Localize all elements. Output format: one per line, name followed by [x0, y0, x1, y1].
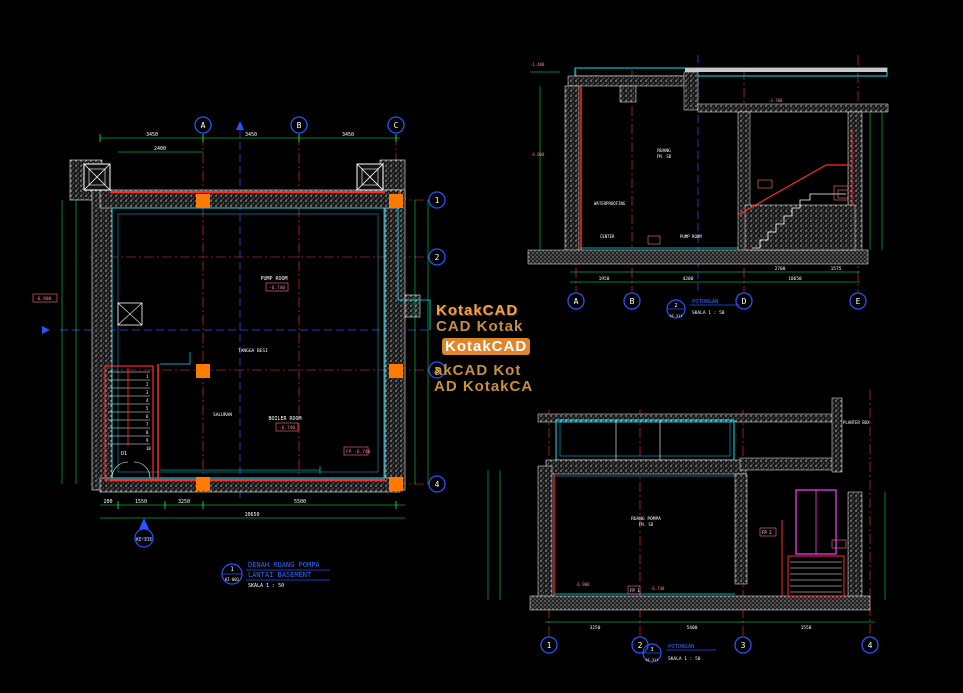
- s1-grid-a: A: [574, 297, 579, 306]
- plan-grid-label-3: 3: [435, 366, 440, 375]
- stair-number: 9: [146, 438, 149, 443]
- watermark-logo: KotakCAD: [442, 338, 531, 355]
- s2-grid-2: 2: [638, 641, 643, 650]
- s2-planter-label: PLANTER BOX: [843, 420, 870, 425]
- plan-grid-label-b: B: [297, 121, 302, 130]
- watermark-line-1: KotakCAD: [436, 302, 519, 319]
- stair-number: 6: [146, 414, 149, 419]
- s1-grid-d: D: [742, 297, 747, 306]
- plan-room-boiler: BOILER ROOM: [268, 416, 301, 422]
- s2-floor-level: -6.900: [575, 582, 590, 587]
- plan-title-line1: DENAH RUANG POMPA: [248, 561, 320, 569]
- s1-level-3: -4.000: [530, 152, 545, 157]
- s2-title-sheet: AI-311: [646, 658, 659, 662]
- s1-waterproofing: WATERPROOFING: [594, 201, 626, 206]
- s2-fp2-tag: FP 2: [762, 530, 772, 535]
- plan-dim-bottom-1: 200: [103, 499, 112, 505]
- plan-grid-label-2: 2: [435, 253, 440, 262]
- watermark-line-2: CAD Kotak: [436, 318, 524, 335]
- s1-level-2: -3.700: [768, 98, 783, 103]
- plan-dim-top-small: 2400: [154, 146, 166, 152]
- s1-dim-3: 2700: [775, 266, 786, 272]
- s2-fp-tag: FP 1: [630, 588, 640, 593]
- section-2-drawing: [487, 390, 886, 663]
- plan-scale: SKALA 1 : 50: [248, 583, 284, 589]
- plan-title-line2: LANTAI BASEMENT: [248, 571, 312, 579]
- s1-scale: SKALA 1 : 50: [692, 310, 725, 316]
- plan-section-marker: AI-311: [136, 537, 153, 543]
- s1-grid-e: E: [856, 297, 861, 306]
- stair-number: 1: [146, 374, 149, 379]
- s2-grid-4: 4: [868, 641, 873, 650]
- s1-grid-b: B: [630, 297, 635, 306]
- plan-grid-label-c: C: [394, 121, 399, 130]
- plan-dim-bottom-2: 1550: [135, 499, 147, 505]
- plan-level-tag: -6.900: [35, 296, 52, 302]
- plan-fp-tag: FP -6.740: [346, 449, 371, 455]
- s1-dim-total: 10650: [788, 276, 802, 282]
- stair-number: 5: [146, 406, 149, 411]
- s1-level-1: -1.400: [530, 62, 545, 67]
- s2-level: -6.740: [650, 586, 665, 591]
- plan-stair-label: TANGGA BESI: [238, 348, 268, 354]
- s1-dim-1: 1950: [599, 276, 610, 282]
- stair-number: 8: [146, 430, 149, 435]
- plan-dim-top-3: 3450: [342, 132, 354, 138]
- s2-grid-3: 3: [741, 641, 746, 650]
- s2-dim-2: 5400: [687, 625, 698, 631]
- plan-dim-bottom-3: 3250: [178, 499, 190, 505]
- s1-dim-2: 4200: [683, 276, 694, 282]
- s2-title-number: 3: [650, 647, 653, 653]
- plan-title-sheet: AI-001: [225, 577, 240, 582]
- plan-room-pump-level: -6.740: [269, 285, 286, 291]
- s2-scale: SKALA 1 : 50: [668, 656, 701, 662]
- plan-room-boiler-level: -6.740: [279, 425, 296, 431]
- s2-room: RUANG POMPA: [631, 516, 661, 522]
- watermark-line-4: akCAD Kot: [434, 362, 522, 379]
- stair-number: 4: [146, 398, 149, 403]
- s2-room-sub: FM. SD: [639, 522, 654, 527]
- plan-grid-label-a: A: [201, 121, 206, 130]
- plan-dim-bottom-4: 5500: [294, 499, 306, 505]
- plan-drain-label: SALURAN: [213, 412, 232, 418]
- watermark-line-5: AD KotakCA: [434, 378, 534, 395]
- plan-dim-top-2: 3450: [245, 132, 257, 138]
- s1-room: RUANG: [657, 148, 671, 154]
- s1-title-sheet: AI-311: [670, 314, 683, 318]
- floor-plan: [32, 116, 446, 585]
- s1-title-number: 2: [674, 303, 677, 309]
- s2-dim-1: 3250: [590, 625, 601, 631]
- s2-dim-3: 1550: [801, 625, 812, 631]
- stair-number: 3: [146, 390, 149, 395]
- s1-center-label: CENTER: [600, 234, 615, 239]
- plan-door-label: D1: [121, 451, 127, 457]
- section-1-drawing: [527, 55, 889, 319]
- stair-number: 7: [146, 422, 149, 427]
- s1-dim-4: 1575: [831, 266, 842, 272]
- stair-number: 2: [146, 382, 149, 387]
- s1-pump-label: PUMP ROOM: [680, 234, 702, 239]
- plan-title-number: 1: [230, 566, 234, 573]
- stair-number: 10: [146, 446, 151, 451]
- s2-title: POTONGAN: [668, 644, 695, 650]
- plan-grid-label-1: 1: [435, 196, 440, 205]
- s2-grid-1: 1: [547, 641, 552, 650]
- s1-room-sub: FM. SD: [657, 154, 672, 159]
- plan-grid-label-4: 4: [435, 480, 440, 489]
- plan-dim-bottom-total: 10650: [244, 512, 259, 518]
- s1-title: POTONGAN: [692, 299, 719, 305]
- plan-room-pump: PUMP ROOM: [260, 276, 287, 282]
- plan-dim-top-1: 3450: [146, 132, 158, 138]
